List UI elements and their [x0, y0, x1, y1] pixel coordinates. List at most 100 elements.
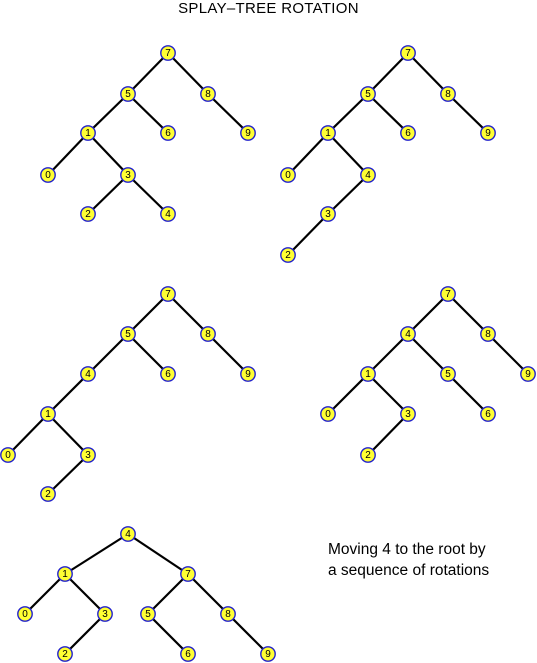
edge-3-4 [126, 173, 170, 216]
node-circle [360, 86, 376, 102]
node-label: 0 [22, 609, 28, 620]
node-circle [80, 366, 96, 382]
edge-7-8 [186, 572, 230, 616]
node-6: 6 [160, 125, 176, 141]
node-0: 0 [320, 406, 336, 422]
node-circle [360, 447, 376, 463]
node-3: 3 [97, 606, 113, 622]
edge-5-6 [366, 92, 410, 135]
edge-8-9 [486, 332, 530, 376]
node-8: 8 [220, 606, 236, 622]
node-label: 8 [445, 89, 451, 100]
node-3: 3 [320, 206, 336, 222]
node-2: 2 [40, 486, 56, 502]
node-circle [440, 366, 456, 382]
node-circle [17, 606, 33, 622]
node-circle [200, 86, 216, 102]
edge-7-8 [166, 51, 210, 96]
edge-7-5 [366, 51, 410, 96]
edge-7-5 [126, 292, 170, 336]
edge-1-0 [46, 131, 90, 177]
node-circle [120, 326, 136, 342]
node-circle [180, 646, 196, 662]
node-label: 5 [125, 89, 131, 100]
node-9: 9 [480, 125, 496, 141]
node-circle [120, 167, 136, 183]
node-5: 5 [360, 86, 376, 102]
figure-title: SPLAY–TREE ROTATION [178, 0, 359, 17]
edge-5-6 [126, 92, 170, 135]
node-4: 4 [160, 206, 176, 222]
node-6: 6 [400, 125, 416, 141]
edge-5-6 [146, 612, 190, 656]
node-4: 4 [400, 326, 416, 342]
node-circle [240, 125, 256, 141]
node-circle [480, 406, 496, 422]
edge-5-6 [126, 332, 170, 376]
node-7: 7 [160, 45, 176, 61]
edge-1-0 [6, 412, 50, 457]
node-5: 5 [440, 366, 456, 382]
node-3: 3 [80, 447, 96, 463]
node-circle [480, 326, 496, 342]
node-circle [440, 86, 456, 102]
edge-8-9 [206, 92, 250, 135]
node-label: 9 [525, 369, 531, 380]
edge-5-1 [86, 92, 130, 135]
caption-line-2: a sequence of rotations [328, 562, 490, 579]
edge-3-2 [286, 212, 330, 257]
node-label: 1 [365, 369, 371, 380]
node-label: 1 [85, 128, 91, 139]
node-label: 3 [405, 409, 411, 420]
edge-7-8 [166, 292, 210, 336]
edge-7-4 [406, 292, 450, 336]
node-6: 6 [160, 366, 176, 382]
node-circle [440, 286, 456, 302]
node-circle [160, 206, 176, 222]
node-circle [40, 406, 56, 422]
node-circle [360, 366, 376, 382]
node-circle [280, 167, 296, 183]
edge-1-4 [326, 131, 370, 177]
node-9: 9 [520, 366, 536, 382]
node-label: 9 [245, 128, 251, 139]
edge-4-1 [366, 332, 410, 376]
node-circle [40, 486, 56, 502]
node-label: 6 [185, 649, 191, 660]
node-3: 3 [120, 167, 136, 183]
caption: Moving 4 to the root by a sequence of ro… [328, 539, 489, 581]
node-label: 4 [405, 329, 411, 340]
node-label: 7 [405, 48, 411, 59]
node-label: 4 [125, 529, 131, 540]
node-7: 7 [400, 45, 416, 61]
node-label: 9 [485, 128, 491, 139]
node-circle [80, 447, 96, 463]
node-2: 2 [57, 646, 73, 662]
node-label: 3 [325, 209, 331, 220]
node-label: 7 [165, 289, 171, 300]
node-4: 4 [360, 167, 376, 183]
node-8: 8 [200, 86, 216, 102]
node-label: 0 [285, 170, 291, 181]
node-circle [180, 566, 196, 582]
node-circle [240, 366, 256, 382]
edge-1-0 [286, 131, 330, 177]
edge-3-2 [46, 453, 90, 496]
node-5: 5 [120, 326, 136, 342]
node-label: 8 [205, 89, 211, 100]
node-circle [220, 606, 236, 622]
edge-7-5 [126, 51, 170, 96]
node-circle [57, 646, 73, 662]
node-label: 8 [225, 609, 231, 620]
node-label: 8 [485, 329, 491, 340]
edge-1-0 [326, 372, 370, 416]
node-circle [260, 646, 276, 662]
node-label: 4 [85, 369, 91, 380]
node-label: 6 [405, 128, 411, 139]
node-circle [400, 326, 416, 342]
node-label: 1 [62, 569, 68, 580]
node-label: 5 [445, 369, 451, 380]
node-4: 4 [120, 526, 136, 542]
node-label: 0 [45, 170, 51, 181]
